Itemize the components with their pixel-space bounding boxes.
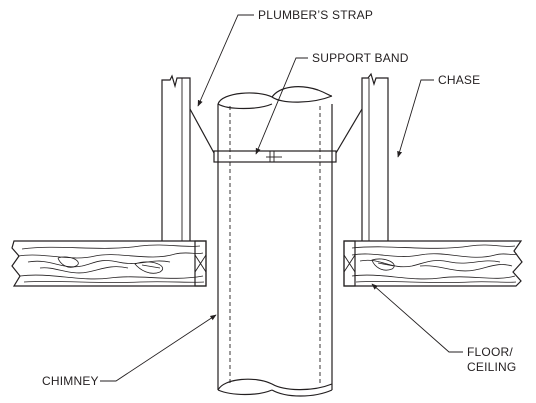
blocking-left: [194, 240, 207, 287]
label-support-band: SUPPORT BAND: [312, 51, 409, 65]
label-plumbers-strap: PLUMBER’S STRAP: [258, 8, 373, 22]
floor-ceiling-left: [11, 240, 207, 287]
plumbers-strap: [189, 108, 363, 154]
support-band: [213, 150, 337, 163]
label-floor: FLOOR/: [467, 345, 513, 359]
label-ceiling: CEILING: [467, 360, 516, 374]
blocking-right: [343, 240, 356, 287]
leader-lines: [100, 14, 463, 382]
chimney-pipe: [217, 86, 333, 397]
chase-wall-left: [161, 74, 191, 241]
label-chase: CHASE: [438, 73, 480, 87]
chase-wall-right: [361, 72, 389, 241]
label-chimney: CHIMNEY: [42, 374, 99, 388]
floor-ceiling-right: [343, 240, 523, 287]
